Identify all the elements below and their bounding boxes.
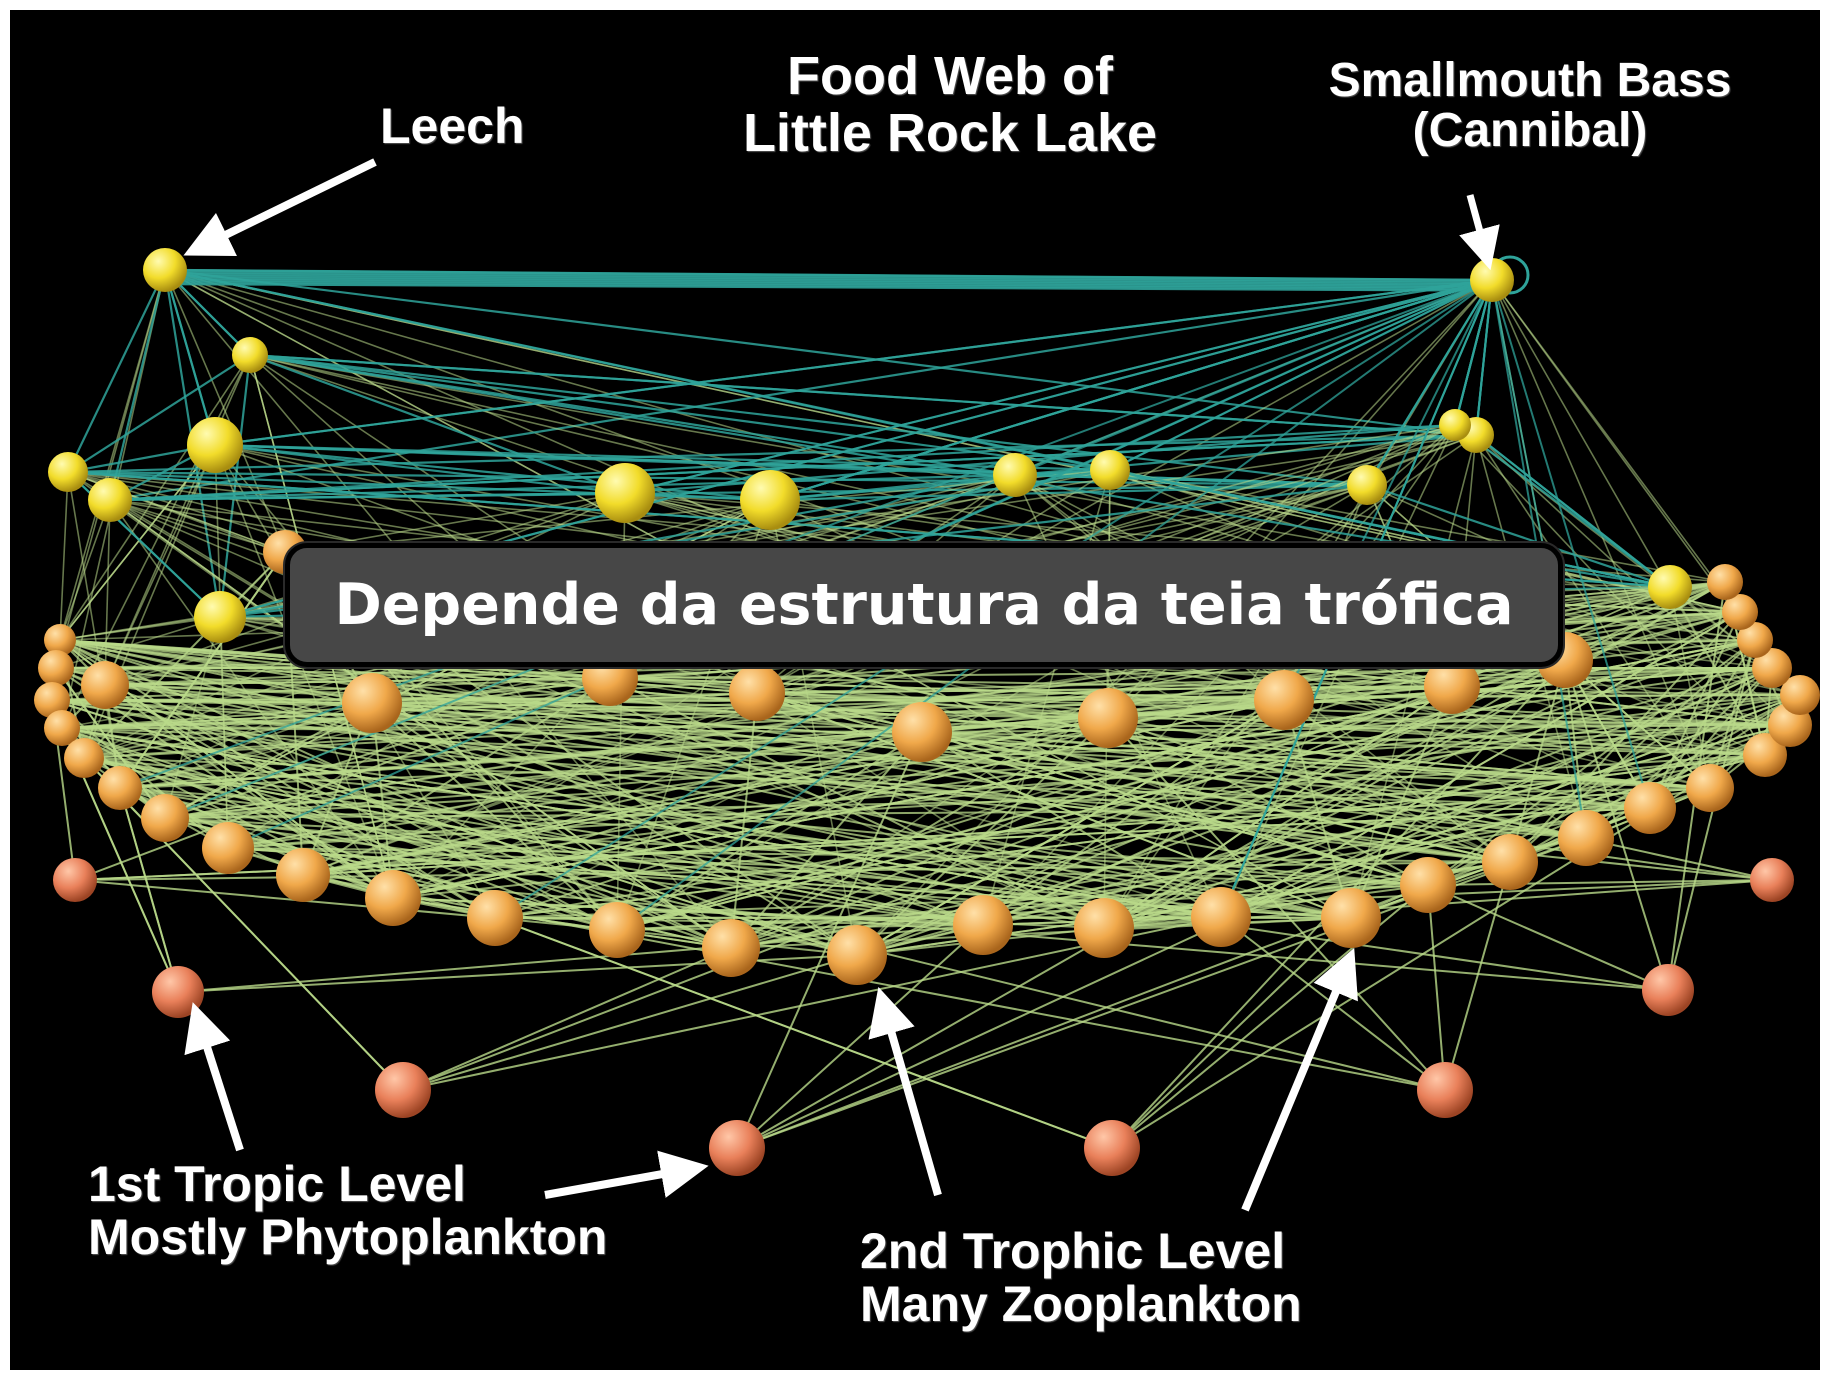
zooplankton-node — [1707, 564, 1743, 600]
level1-line-1: 1st Tropic Level — [88, 1158, 607, 1211]
zooplankton-node — [702, 919, 760, 977]
food-link — [110, 270, 165, 500]
zooplankton-node — [589, 902, 645, 958]
zooplankton-node — [64, 738, 104, 778]
level1-line-2: Mostly Phytoplankton — [88, 1211, 607, 1264]
level2-line-1: 2nd Trophic Level — [860, 1225, 1302, 1278]
zooplankton-node — [1482, 834, 1538, 890]
food-link — [60, 500, 110, 640]
predator-node — [1470, 258, 1514, 302]
zooplankton-node — [1400, 857, 1456, 913]
level2-line-2: Many Zooplankton — [860, 1278, 1302, 1331]
zooplankton-node — [38, 650, 74, 686]
predator-node — [88, 478, 132, 522]
diagram-title: Food Web of Little Rock Lake — [690, 48, 1210, 161]
predator-node — [993, 453, 1037, 497]
zooplankton-node — [1254, 670, 1314, 730]
second-trophic-level-label: 2nd Trophic Level Many Zooplankton — [860, 1225, 1302, 1330]
zooplankton-node — [1321, 888, 1381, 948]
zooplankton-node — [81, 661, 129, 709]
title-line-2: Little Rock Lake — [690, 105, 1210, 162]
bass-line-1: Smallmouth Bass — [1290, 56, 1770, 106]
zooplankton-node — [827, 925, 887, 985]
zooplankton-node — [953, 895, 1013, 955]
predator-node — [1648, 565, 1692, 609]
phytoplankton-node — [53, 858, 97, 902]
zooplankton-node — [1558, 810, 1614, 866]
bass-line-2: (Cannibal) — [1290, 106, 1770, 156]
food-link — [770, 280, 1492, 500]
phytoplankton-node — [1642, 964, 1694, 1016]
zooplankton-node — [729, 665, 785, 721]
predator-node — [1090, 450, 1130, 490]
level1-arrow-a — [200, 1025, 240, 1150]
title-line-1: Food Web of — [690, 48, 1210, 105]
zooplankton-node — [1686, 764, 1734, 812]
food-link — [1428, 885, 1445, 1090]
phytoplankton-node — [152, 966, 204, 1018]
predator-node — [232, 337, 268, 373]
predator-node — [48, 452, 88, 492]
predator-node — [194, 591, 246, 643]
bass-arrow — [1470, 195, 1485, 250]
zooplankton-node — [1624, 782, 1676, 834]
zooplankton-node — [202, 822, 254, 874]
phytoplankton-node — [1750, 858, 1794, 902]
phytoplankton-node — [1417, 1062, 1473, 1118]
leech-label: Leech — [380, 100, 525, 153]
zooplankton-node — [365, 870, 421, 926]
smallmouth-bass-label: Smallmouth Bass (Cannibal) — [1290, 56, 1770, 157]
zooplankton-node — [1074, 898, 1134, 958]
phytoplankton-node — [1084, 1120, 1140, 1176]
zooplankton-node — [276, 848, 330, 902]
zooplankton-node — [98, 766, 142, 810]
food-link — [1428, 885, 1668, 990]
food-link — [165, 270, 1476, 435]
zooplankton-node — [1078, 688, 1138, 748]
predator-node — [595, 463, 655, 523]
zooplankton-node — [1191, 887, 1251, 947]
predator-node — [740, 470, 800, 530]
leech-arrow — [205, 162, 375, 245]
caption-banner: Depende da estrutura da teia trófica — [285, 543, 1563, 667]
food-link — [495, 918, 1112, 1148]
first-trophic-level-label: 1st Tropic Level Mostly Phytoplankton — [88, 1158, 607, 1263]
zooplankton-node — [467, 890, 523, 946]
zooplankton-node — [141, 794, 189, 842]
zooplankton-node — [892, 702, 952, 762]
predator-node — [1439, 409, 1471, 441]
zooplankton-node — [342, 673, 402, 733]
predator-node — [1347, 465, 1387, 505]
predator-node — [187, 417, 243, 473]
phytoplankton-node — [709, 1120, 765, 1176]
phytoplankton-node — [375, 1062, 431, 1118]
predator-node — [143, 248, 187, 292]
